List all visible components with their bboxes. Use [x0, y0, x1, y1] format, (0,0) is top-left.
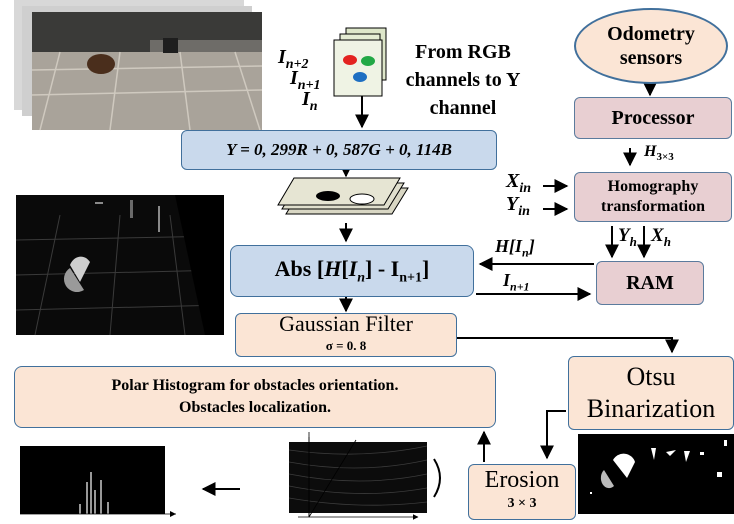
i-next-label: In+1 — [503, 270, 530, 294]
luminance-formula: Y = 0, 299R + 0, 587G + 0, 114B — [226, 140, 452, 159]
x-h-label: Xh — [651, 225, 671, 249]
abs-difference-box: Abs [H[In] - In+1] — [230, 245, 474, 297]
gaussian-filter-box: Gaussian Filter σ = 0. 8 — [235, 313, 457, 357]
h-matrix-label: H3×3 — [644, 143, 674, 164]
rgb-note: From RGB channels to Y channel — [405, 41, 521, 119]
bracket-mark — [433, 458, 441, 498]
y-h-label: Yh — [618, 225, 637, 249]
frame-label-n: In — [302, 88, 318, 114]
y-in-label: Yin — [506, 193, 530, 219]
luminance-formula-box: Y = 0, 299R + 0, 587G + 0, 114B — [181, 130, 497, 170]
homography-box: Homography transformation — [574, 172, 732, 222]
erosion-box: Erosion 3 × 3 — [468, 464, 576, 520]
frame-label-n2: In+2 — [278, 46, 309, 72]
otsu-binarization-box: Otsu Binarization — [568, 356, 734, 430]
x-in-label: Xin — [506, 170, 532, 196]
polar-histogram-box: Polar Histogram for obstacles orientatio… — [14, 366, 496, 428]
ram-box: RAM — [596, 261, 704, 305]
arrow-gaussian-to-otsu — [456, 337, 679, 354]
arrow-otsu-to-erosion — [540, 410, 566, 460]
h-in-label: H[In] — [495, 236, 535, 260]
odometry-sensors-node: Odometry sensors — [574, 8, 728, 84]
processor-box: Processor — [574, 97, 732, 139]
frame-label-n1: In+1 — [290, 67, 321, 93]
